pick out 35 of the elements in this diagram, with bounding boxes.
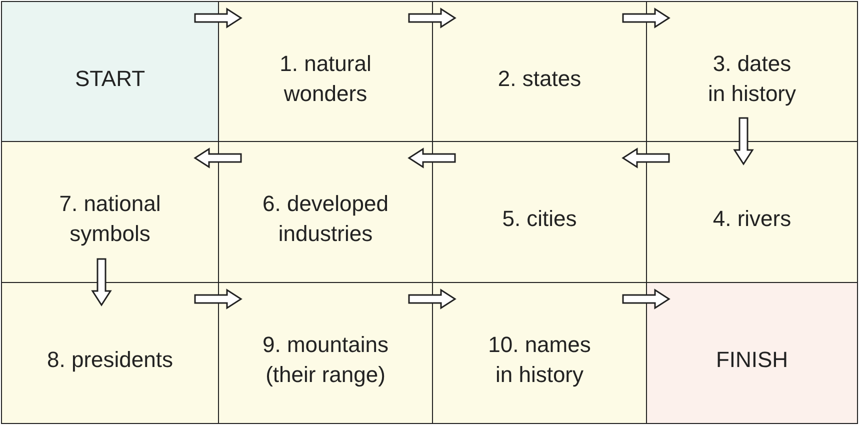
topic-label: 7. national symbols bbox=[58, 190, 162, 248]
cell-box bbox=[218, 1, 433, 142]
cell-box bbox=[218, 282, 433, 424]
cell-box bbox=[646, 141, 858, 283]
cell-box bbox=[1, 282, 219, 424]
cell-box bbox=[1, 1, 219, 142]
topic-label: FINISH bbox=[716, 346, 788, 374]
cell-box bbox=[646, 282, 858, 424]
block-arrow bbox=[194, 288, 242, 310]
cell-box bbox=[432, 282, 647, 424]
block-arrow bbox=[194, 8, 242, 28]
block-arrow bbox=[733, 117, 754, 166]
block-arrow bbox=[622, 148, 670, 168]
topic-label: 9. mountains (their range) bbox=[262, 331, 390, 389]
topic-label: 5. cities bbox=[502, 205, 577, 233]
topic-label: 2. states bbox=[498, 64, 582, 92]
topic-label: 4. rivers bbox=[712, 205, 792, 233]
block-arrow bbox=[91, 258, 112, 306]
block-arrow bbox=[408, 148, 456, 168]
block-arrow bbox=[194, 148, 242, 168]
block-arrow bbox=[408, 8, 456, 28]
cell-box bbox=[646, 1, 858, 142]
topic-label: START bbox=[74, 64, 146, 92]
topic-label: 3. dates in history bbox=[706, 50, 798, 108]
topic-label: 6. developed industries bbox=[262, 190, 390, 248]
cell-box bbox=[1, 141, 219, 283]
block-arrow bbox=[622, 8, 670, 28]
topic-label: 1. natural wonders bbox=[278, 50, 372, 108]
cell-box bbox=[432, 141, 647, 283]
topic-label: 10. names in history bbox=[487, 331, 592, 389]
cell-box bbox=[218, 141, 433, 283]
topic-label: 8. presidents bbox=[47, 346, 173, 374]
cell-box bbox=[432, 1, 647, 142]
block-arrow bbox=[622, 288, 670, 310]
block-arrow bbox=[408, 288, 456, 310]
